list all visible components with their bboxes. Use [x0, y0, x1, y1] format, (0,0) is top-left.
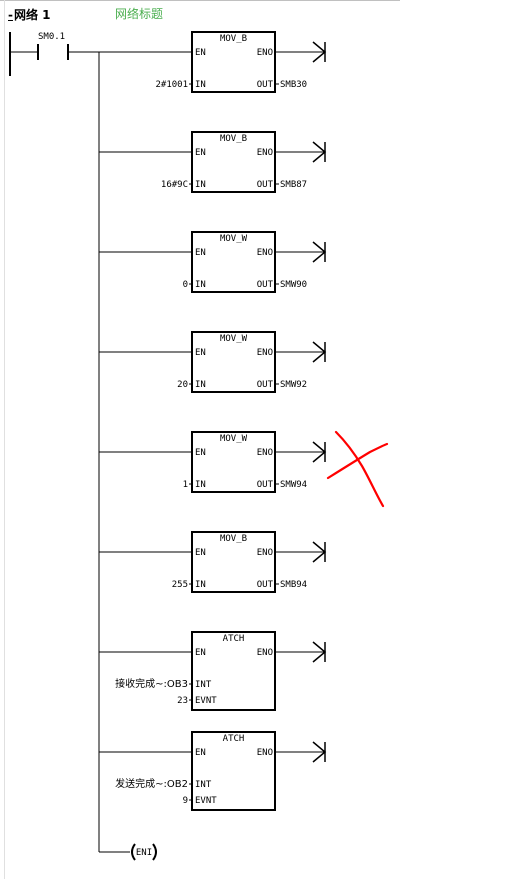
- network-label: 网络 1: [13, 8, 51, 22]
- box-type-label: ATCH: [223, 634, 245, 644]
- in-operand[interactable]: 1: [183, 480, 188, 490]
- box-frame: [191, 431, 276, 493]
- network-title[interactable]: 网络标题: [115, 7, 164, 21]
- instruction-box-mov-w[interactable]: MOV_W EN ENO IN 20 OUT SMW92: [99, 331, 327, 393]
- pin-out-label: OUT: [257, 280, 274, 290]
- in-operand[interactable]: 20: [177, 380, 188, 390]
- pin-en-label: EN: [195, 148, 206, 158]
- pin-int-label: INT: [195, 780, 212, 790]
- pin-out-label: OUT: [257, 480, 274, 490]
- network-header[interactable]: -网络 1: [8, 6, 51, 23]
- box-frame: [191, 731, 276, 811]
- box-type-label: ATCH: [223, 734, 245, 744]
- pin-en-label: EN: [195, 648, 206, 658]
- in-operand[interactable]: 2#1001: [155, 80, 188, 90]
- pin-in-label: IN: [195, 180, 206, 190]
- evnt-operand[interactable]: 9: [183, 796, 188, 806]
- pin-eno-label: ENO: [257, 248, 273, 258]
- pin-eno-label: ENO: [257, 548, 273, 558]
- pin-en-label: EN: [195, 48, 206, 58]
- pin-out-label: OUT: [257, 180, 274, 190]
- in-operand[interactable]: 0: [183, 280, 188, 290]
- red-x-annotation-mark: [326, 430, 389, 508]
- collapse-icon[interactable]: -: [8, 8, 13, 22]
- instruction-box-mov-w[interactable]: MOV_W EN ENO IN 0 OUT SMW90: [99, 231, 327, 293]
- box-frame: [191, 31, 276, 93]
- pin-eno-label: ENO: [257, 348, 273, 358]
- box-type-label: MOV_B: [220, 34, 247, 44]
- contact-label: SM0.1: [38, 32, 65, 42]
- pin-eno-label: ENO: [257, 748, 273, 758]
- pin-eno-label: ENO: [257, 48, 273, 58]
- pin-en-label: EN: [195, 248, 206, 258]
- pin-out-label: OUT: [257, 580, 274, 590]
- box-type-label: MOV_B: [220, 534, 247, 544]
- pin-in-label: IN: [195, 280, 206, 290]
- pin-eno-label: ENO: [257, 448, 273, 458]
- instruction-box-mov-b[interactable]: MOV_B EN ENO IN 255 OUT SMB94: [99, 531, 327, 593]
- pin-out-label: OUT: [257, 380, 274, 390]
- pin-en-label: EN: [195, 348, 206, 358]
- end-coil-eni[interactable]: ENI: [99, 843, 157, 861]
- pin-eno-label: ENO: [257, 148, 273, 158]
- out-operand[interactable]: SMW92: [280, 380, 307, 390]
- box-type-label: MOV_W: [220, 334, 248, 344]
- in-operand[interactable]: 16#9C: [161, 180, 188, 190]
- pin-evnt-label: EVNT: [195, 696, 217, 706]
- in-operand[interactable]: 255: [172, 580, 188, 590]
- editor-left-border: [4, 0, 5, 879]
- box-frame: [191, 631, 276, 711]
- instruction-box-mov-b[interactable]: MOV_B EN ENO IN 16#9C OUT SMB87: [99, 131, 327, 193]
- out-operand[interactable]: SMB87: [280, 180, 307, 190]
- pin-en-label: EN: [195, 748, 206, 758]
- out-operand[interactable]: SMB30: [280, 80, 307, 90]
- box-frame: [191, 131, 276, 193]
- box-frame: [191, 531, 276, 593]
- box-type-label: MOV_W: [220, 434, 248, 444]
- int-operand[interactable]: 接收完成~:OB3: [115, 677, 188, 690]
- contact-sm0-1[interactable]: SM0.1: [37, 32, 69, 60]
- pin-en-label: EN: [195, 448, 206, 458]
- box-frame: [191, 331, 276, 393]
- end-coil-label: ENI: [136, 848, 152, 858]
- editor-top-border: [0, 0, 400, 1]
- box-frame: [191, 231, 276, 293]
- evnt-operand[interactable]: 23: [177, 696, 188, 706]
- instruction-box-mov-b[interactable]: MOV_B EN ENO IN 2#1001 OUT SMB30: [99, 31, 327, 93]
- pin-in-label: IN: [195, 380, 206, 390]
- int-operand[interactable]: 发送完成~:OB2: [115, 777, 188, 790]
- out-operand[interactable]: SMW90: [280, 280, 307, 290]
- pin-int-label: INT: [195, 680, 212, 690]
- pin-in-label: IN: [195, 80, 206, 90]
- pin-out-label: OUT: [257, 80, 274, 90]
- pin-en-label: EN: [195, 548, 206, 558]
- pin-eno-label: ENO: [257, 648, 273, 658]
- box-type-label: MOV_B: [220, 134, 247, 144]
- instruction-box-mov-w[interactable]: MOV_W EN ENO IN 1 OUT SMW94: [99, 431, 327, 493]
- box-type-label: MOV_W: [220, 234, 248, 244]
- pin-in-label: IN: [195, 580, 206, 590]
- pin-evnt-label: EVNT: [195, 796, 217, 806]
- out-operand[interactable]: SMW94: [280, 480, 307, 490]
- pin-in-label: IN: [195, 480, 206, 490]
- out-operand[interactable]: SMB94: [280, 580, 307, 590]
